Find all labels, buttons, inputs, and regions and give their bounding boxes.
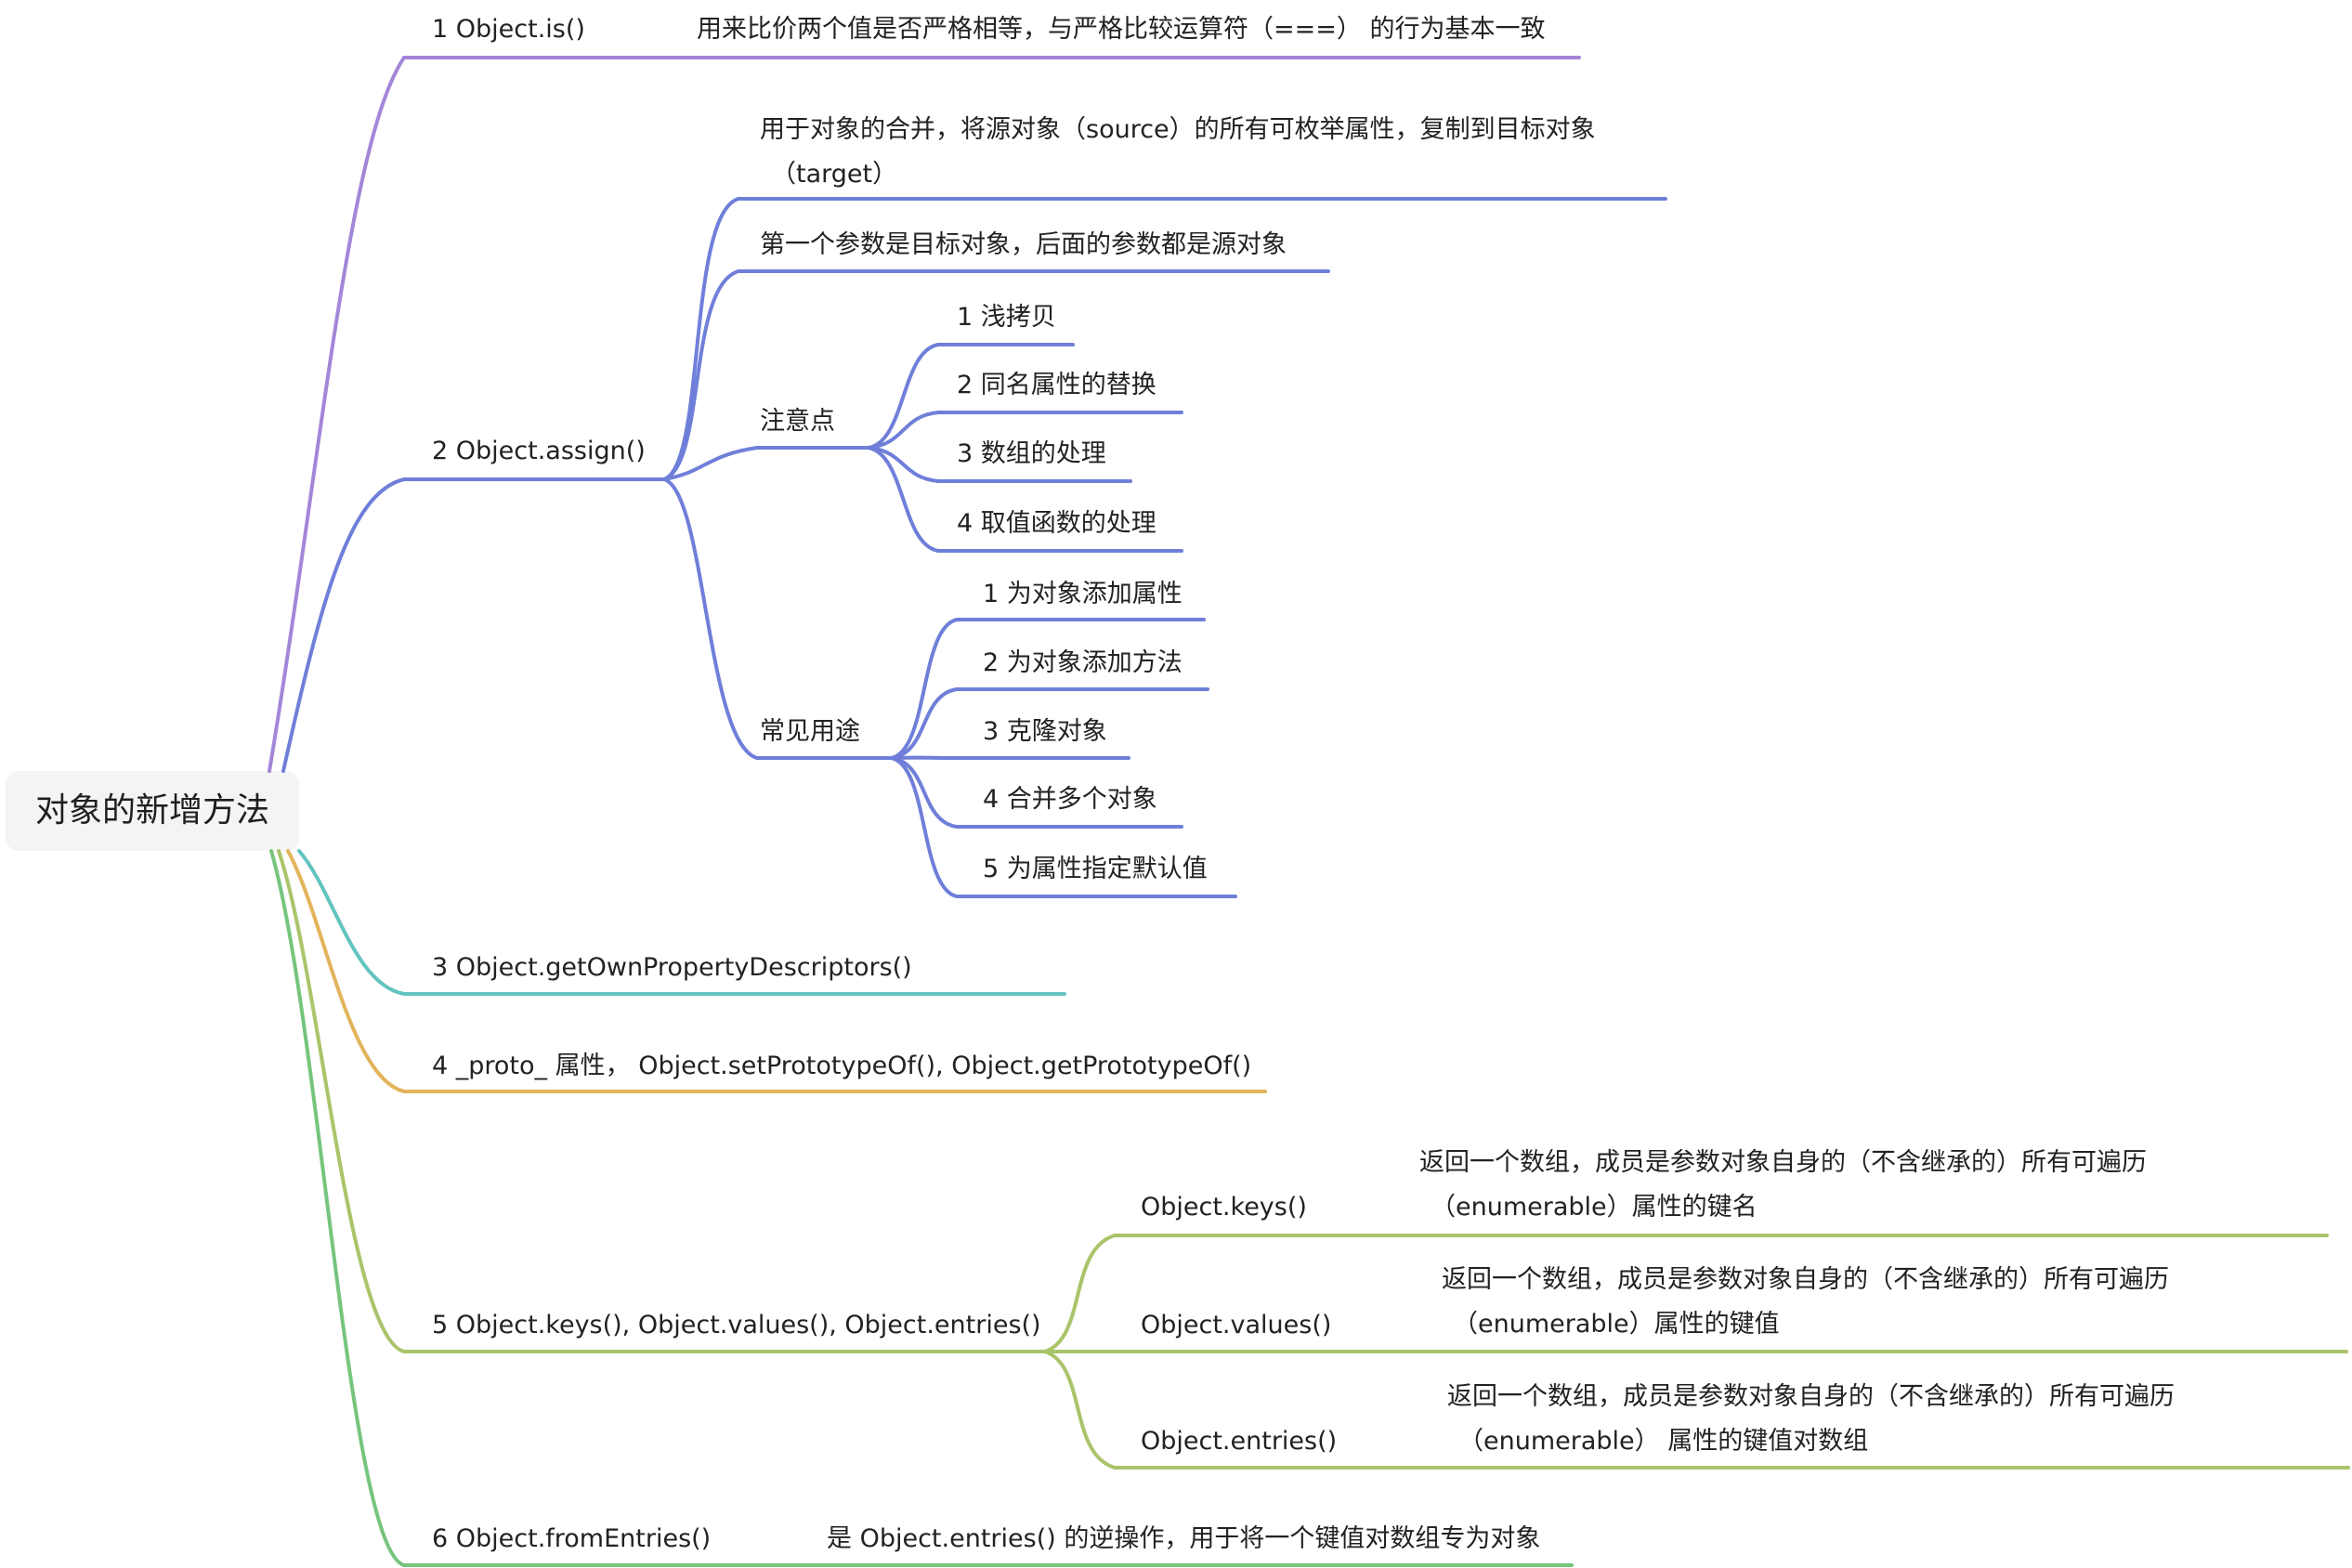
notes-item-3-label[interactable]: 3 数组的处理	[957, 439, 1106, 468]
branch-object-assign-label[interactable]: 2 Object.assign()	[432, 437, 646, 465]
values-label[interactable]: Object.values()	[1141, 1311, 1331, 1339]
notes-item-4-connector	[867, 446, 940, 553]
branch-from-entries: 6 Object.fromEntries() 是 Object.entries(…	[269, 849, 1574, 1567]
uses-item-1-label[interactable]: 1 为对象添加属性	[983, 580, 1183, 608]
entries-note-line1[interactable]: 返回一个数组，成员是参数对象自身的（不含继承的）所有可遍历	[1447, 1382, 2175, 1411]
entries-label[interactable]: Object.entries()	[1141, 1427, 1337, 1456]
uses-item-4-connector	[890, 756, 959, 829]
keys-label[interactable]: Object.keys()	[1141, 1193, 1307, 1222]
keys-note-line2[interactable]: （enumerable）属性的键名	[1431, 1193, 1757, 1222]
notes-item-4-label[interactable]: 4 取值函数的处理	[957, 509, 1156, 538]
branch-get-own-property-descriptors-connector	[297, 849, 406, 996]
branch-proto-label[interactable]: 4 _proto_ 属性， Object.setPrototypeOf(), O…	[432, 1052, 1251, 1080]
branch-proto-connector	[286, 849, 406, 1093]
assign-child-merge-connector	[662, 197, 740, 481]
branch-proto: 4 _proto_ 属性， Object.setPrototypeOf(), O…	[286, 849, 1267, 1093]
root-node-label: 对象的新增方法	[35, 791, 269, 830]
branch-object-is: 1 Object.is() 用来比价两个值是否严格相等，与严格比较运算符（===…	[268, 15, 1581, 773]
entries-connector	[1043, 1350, 1117, 1470]
uses-item-5-connector	[890, 756, 959, 898]
branch-object-assign: 2 Object.assign() 用于对象的合并，将源对象（source）的所…	[281, 115, 1667, 898]
branch-from-entries-label[interactable]: 6 Object.fromEntries()	[432, 1524, 711, 1553]
uses-item-3-label[interactable]: 3 克隆对象	[983, 717, 1107, 746]
branch-object-assign-connector	[281, 477, 406, 773]
uses-item-4-label[interactable]: 4 合并多个对象	[983, 785, 1157, 814]
branch-object-is-connector	[268, 56, 406, 773]
uses-item-2-connector	[890, 687, 959, 760]
assign-notes-label[interactable]: 注意点	[760, 407, 835, 436]
branch-keys-values-entries: 5 Object.keys(), Object.values(), Object…	[277, 849, 2350, 1470]
keys-connector	[1043, 1234, 1117, 1353]
branch-keys-values-entries-connector	[277, 849, 406, 1353]
values-note-line1[interactable]: 返回一个数组，成员是参数对象自身的（不含继承的）所有可遍历	[1442, 1265, 2169, 1294]
assign-child-notes-connector	[662, 446, 759, 481]
branch-object-is-note[interactable]: 用来比价两个值是否严格相等，与严格比较运算符（===） 的行为基本一致	[697, 15, 1545, 44]
assign-child-params-connector	[662, 269, 740, 481]
assign-child-uses-connector	[662, 477, 759, 760]
notes-item-2-connector	[867, 411, 940, 450]
notes-item-3-connector	[867, 446, 940, 483]
uses-item-1-connector	[890, 618, 959, 760]
notes-item-1-label[interactable]: 1 浅拷贝	[957, 303, 1056, 332]
branch-object-is-label[interactable]: 1 Object.is()	[432, 15, 585, 44]
branch-get-own-property-descriptors: 3 Object.getOwnPropertyDescriptors()	[297, 849, 1066, 996]
notes-item-2-label[interactable]: 2 同名属性的替换	[957, 371, 1156, 399]
root-node-box	[6, 771, 299, 851]
assign-merge-text-line1[interactable]: 用于对象的合并，将源对象（source）的所有可枚举属性，复制到目标对象	[760, 115, 1596, 144]
root-node[interactable]: 对象的新增方法	[6, 771, 299, 851]
assign-params-text[interactable]: 第一个参数是目标对象，后面的参数都是源对象	[760, 230, 1287, 259]
keys-note-line1[interactable]: 返回一个数组，成员是参数对象自身的（不含继承的）所有可遍历	[1419, 1148, 2147, 1177]
branch-keys-values-entries-label[interactable]: 5 Object.keys(), Object.values(), Object…	[432, 1311, 1041, 1339]
values-note-line2[interactable]: （enumerable）属性的键值	[1453, 1310, 1780, 1339]
notes-item-1-connector	[867, 343, 940, 450]
uses-item-2-label[interactable]: 2 为对象添加方法	[983, 648, 1183, 677]
branch-from-entries-note[interactable]: 是 Object.entries() 的逆操作，用于将一个键值对数组专为对象	[827, 1524, 1540, 1553]
uses-item-5-label[interactable]: 5 为属性指定默认值	[983, 855, 1208, 883]
branch-get-own-property-descriptors-label[interactable]: 3 Object.getOwnPropertyDescriptors()	[432, 953, 912, 982]
entries-note-line2[interactable]: （enumerable） 属性的键值对数组	[1458, 1427, 1868, 1456]
assign-merge-text-line2[interactable]: （target）	[771, 160, 897, 189]
branch-from-entries-connector	[269, 849, 406, 1567]
assign-uses-label[interactable]: 常见用途	[760, 717, 860, 746]
